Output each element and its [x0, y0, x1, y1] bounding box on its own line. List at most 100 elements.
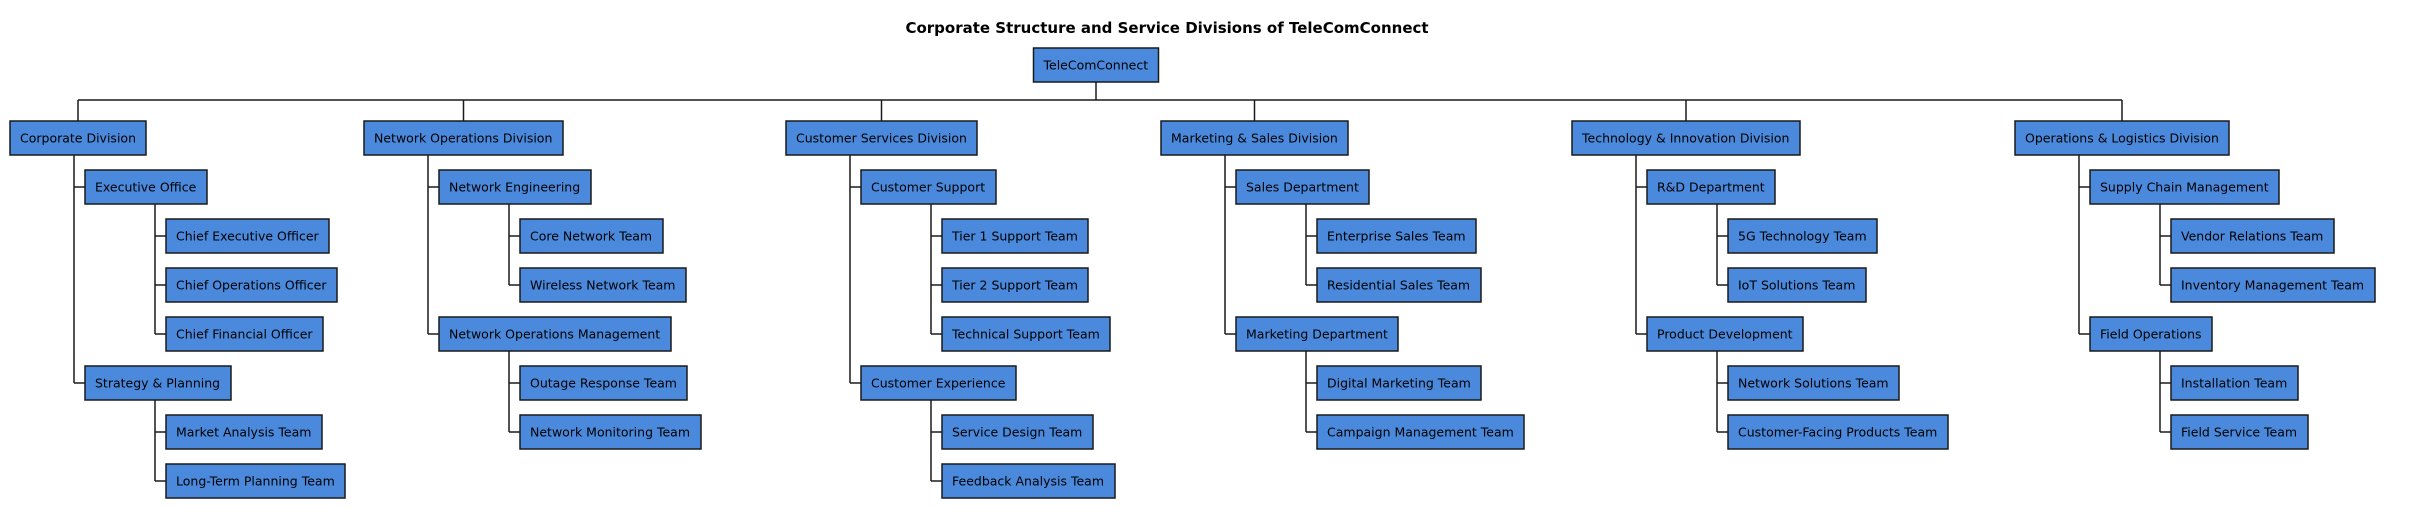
team-node-label: Technical Support Team — [951, 327, 1100, 342]
department-node-box — [860, 169, 997, 205]
team-node-box — [941, 218, 1089, 254]
team-node-box — [1727, 365, 1900, 401]
connector-lines — [73, 82, 2171, 482]
root-node-label: TeleComConnect — [1043, 58, 1149, 73]
team-node-label: Network Solutions Team — [1738, 376, 1889, 391]
division-node-box — [2014, 120, 2230, 156]
team-node: Digital Marketing Team — [1316, 365, 1482, 401]
division-node: Operations & Logistics Division — [2014, 120, 2230, 156]
team-node: Long-Term Planning Team — [165, 463, 346, 499]
department-node-label: Product Development — [1657, 327, 1793, 342]
team-node-box — [165, 316, 324, 352]
team-node-label: Service Design Team — [952, 425, 1082, 440]
department-node-box — [860, 365, 1017, 401]
division-node: Corporate Division — [9, 120, 147, 156]
division-node-label: Marketing & Sales Division — [1171, 131, 1338, 146]
team-node-label: Inventory Management Team — [2181, 278, 2364, 293]
team-node-box — [1316, 267, 1482, 303]
team-node: Chief Operations Officer — [165, 267, 338, 303]
department-node-label: Customer Support — [871, 180, 985, 195]
team-node: Enterprise Sales Team — [1316, 218, 1477, 254]
team-node-label: Tier 2 Support Team — [951, 278, 1078, 293]
team-node: Outage Response Team — [519, 365, 688, 401]
team-node: Tier 2 Support Team — [941, 267, 1089, 303]
team-node-box — [165, 463, 346, 499]
department-node-box — [84, 169, 208, 205]
team-node-box — [1727, 218, 1878, 254]
division-node: Marketing & Sales Division — [1160, 120, 1349, 156]
department-node-box — [1235, 316, 1399, 352]
department-node: Marketing Department — [1235, 316, 1399, 352]
team-node-label: Core Network Team — [530, 229, 652, 244]
team-node-label: Digital Marketing Team — [1327, 376, 1471, 391]
team-node: Market Analysis Team — [165, 414, 323, 450]
team-node-label: Field Service Team — [2181, 425, 2297, 440]
team-node-box — [941, 414, 1094, 450]
team-node: IoT Solutions Team — [1727, 267, 1867, 303]
department-node: Sales Department — [1235, 169, 1370, 205]
team-node: Customer-Facing Products Team — [1727, 414, 1949, 450]
team-node-box — [519, 267, 687, 303]
team-node-label: Chief Financial Officer — [176, 327, 313, 342]
division-node-label: Technology & Innovation Division — [1581, 131, 1789, 146]
team-node-label: Campaign Management Team — [1327, 425, 1514, 440]
division-node-label: Operations & Logistics Division — [2025, 131, 2219, 146]
team-node-box — [165, 267, 338, 303]
team-node-label: IoT Solutions Team — [1738, 278, 1855, 293]
department-node-label: Customer Experience — [871, 376, 1006, 391]
team-node: Installation Team — [2170, 365, 2299, 401]
department-node: Customer Experience — [860, 365, 1017, 401]
department-node-label: Network Operations Management — [449, 327, 660, 342]
team-node-box — [1727, 414, 1949, 450]
department-node: Network Engineering — [438, 169, 592, 205]
team-node-label: Residential Sales Team — [1327, 278, 1470, 293]
department-node-box — [84, 365, 232, 401]
team-node: Network Monitoring Team — [519, 414, 702, 450]
team-node-label: Network Monitoring Team — [530, 425, 690, 440]
team-node-box — [2170, 267, 2376, 303]
department-node-box — [1646, 169, 1776, 205]
department-node-label: Field Operations — [2100, 327, 2202, 342]
team-node: Network Solutions Team — [1727, 365, 1900, 401]
department-node-box — [2089, 316, 2213, 352]
department-node-box — [2089, 169, 2280, 205]
chart-title: Corporate Structure and Service Division… — [905, 19, 1428, 37]
team-node: Service Design Team — [941, 414, 1094, 450]
department-node-label: Sales Department — [1246, 180, 1359, 195]
team-node: Core Network Team — [519, 218, 664, 254]
division-node-label: Customer Services Division — [796, 131, 967, 146]
team-node-label: Installation Team — [2181, 376, 2287, 391]
team-node-box — [519, 414, 702, 450]
team-node-label: Wireless Network Team — [530, 278, 675, 293]
team-node: 5G Technology Team — [1727, 218, 1878, 254]
team-node-box — [941, 267, 1089, 303]
team-node-label: Long-Term Planning Team — [176, 474, 335, 489]
team-node: Wireless Network Team — [519, 267, 687, 303]
team-node: Residential Sales Team — [1316, 267, 1482, 303]
team-node-box — [1316, 218, 1477, 254]
department-node: Supply Chain Management — [2089, 169, 2280, 205]
team-node-box — [941, 316, 1111, 352]
division-node-box — [1571, 120, 1801, 156]
department-node-box — [1646, 316, 1804, 352]
department-node-box — [1235, 169, 1370, 205]
division-node: Technology & Innovation Division — [1571, 120, 1801, 156]
team-node-box — [1316, 365, 1482, 401]
root-node-box — [1032, 47, 1160, 83]
team-node-label: Market Analysis Team — [176, 425, 311, 440]
department-node-box — [438, 316, 672, 352]
team-node: Feedback Analysis Team — [941, 463, 1116, 499]
team-node-box — [2170, 414, 2309, 450]
department-node-label: Executive Office — [95, 180, 197, 195]
team-node-box — [519, 365, 688, 401]
department-node: Customer Support — [860, 169, 997, 205]
team-node-label: Vendor Relations Team — [2181, 229, 2323, 244]
department-node-label: Strategy & Planning — [95, 376, 220, 391]
division-node-box — [785, 120, 978, 156]
department-node: Field Operations — [2089, 316, 2213, 352]
team-node: Inventory Management Team — [2170, 267, 2376, 303]
team-node: Vendor Relations Team — [2170, 218, 2335, 254]
team-node: Chief Financial Officer — [165, 316, 324, 352]
